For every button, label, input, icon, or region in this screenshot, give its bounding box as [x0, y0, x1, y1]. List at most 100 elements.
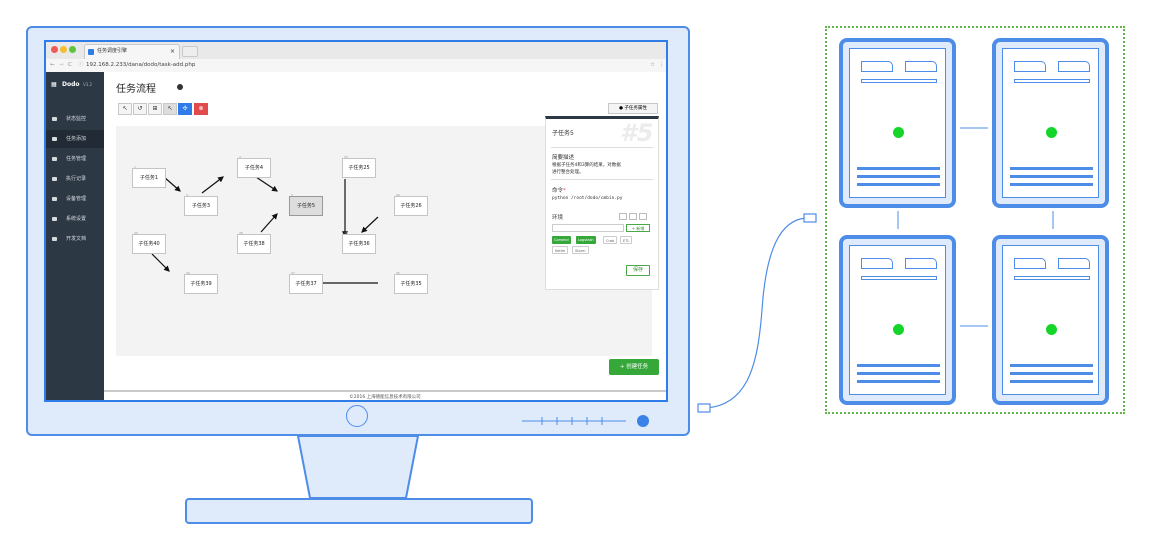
close-window-icon[interactable] — [51, 46, 58, 53]
server-icon — [992, 38, 1109, 208]
add-icon — [52, 137, 57, 141]
sidebar-item[interactable]: 设备管理 — [46, 190, 104, 208]
browser-tab[interactable]: 任务调度引擎 × — [84, 44, 180, 59]
description-text: 进行整合处理。 — [552, 170, 584, 175]
server-icon — [839, 38, 956, 208]
monitor-base — [185, 498, 533, 524]
env-tag[interactable]: Comend — [552, 236, 571, 244]
sidebar-item[interactable]: 系统设置 — [46, 210, 104, 228]
tab-close-icon[interactable]: × — [169, 48, 175, 55]
menu-grid-icon[interactable]: ▦ — [51, 81, 57, 88]
save-button[interactable]: 保存 — [626, 265, 650, 276]
app-logo: Dodo — [62, 81, 80, 88]
forward-icon[interactable]: → — [59, 62, 64, 68]
bookmark-star-icon[interactable]: ☆ — [650, 62, 655, 68]
env-tag[interactable]: Logstash — [576, 236, 596, 244]
url-input[interactable]: 192.168.2.233/dana/dodo/task-add.php — [86, 62, 196, 68]
status-led — [1046, 324, 1057, 335]
env-tag[interactable]: Storm — [572, 246, 589, 254]
panel-watermark: #5 — [620, 119, 654, 147]
status-led — [893, 324, 904, 335]
monitor-icon — [52, 117, 57, 121]
maximize-window-icon[interactable] — [69, 46, 76, 53]
description-text: 根据子任务4和3算的结果，对数据 — [552, 163, 621, 168]
delete-tool-icon[interactable]: ⊗ — [194, 103, 208, 115]
status-led — [1046, 127, 1057, 138]
monitor-controls — [522, 417, 626, 425]
info-icon: ⓘ — [78, 62, 84, 68]
sidebar-item-label: 任务管理 — [66, 156, 87, 162]
env-tag[interactable]: Kettle — [552, 246, 569, 254]
minimize-window-icon[interactable] — [60, 46, 67, 53]
power-led — [637, 415, 649, 427]
tab-title: 任务调度引擎 — [97, 48, 128, 54]
doc-icon — [52, 237, 57, 241]
environment-input[interactable] — [552, 224, 624, 232]
panel-title: 子任务5 — [552, 130, 574, 137]
monitor-screen: 任务调度引擎 × ← → C ⓘ 192.168.2.233/dana/dodo… — [44, 40, 668, 402]
command-value[interactable]: python /root/dodo/cmbin.py — [552, 196, 623, 201]
sidebar: ▦ Dodo V3.2 状态监控任务添加任务管理执行记录设备管理系统设置开发文档 — [46, 72, 104, 400]
connect-tool-icon[interactable]: ✣ — [178, 103, 192, 115]
sidebar-item[interactable]: 状态监控 — [46, 110, 104, 128]
server-links — [897, 127, 1054, 327]
divider — [551, 147, 653, 148]
env-tag[interactable]: Crab — [603, 236, 618, 244]
grid-tool-icon[interactable]: ⊞ — [148, 103, 162, 115]
new-tab-button[interactable] — [182, 46, 198, 57]
browser-menu-icon[interactable]: ⋮ — [659, 62, 665, 68]
list-view-icon[interactable] — [619, 213, 627, 220]
back-icon[interactable]: ← — [50, 62, 55, 68]
server-icon — [839, 235, 956, 405]
create-task-button[interactable]: + 创建任务 — [609, 359, 659, 375]
sidebar-item[interactable]: 开发文档 — [46, 230, 104, 248]
grid-view-icon[interactable] — [629, 213, 637, 220]
detail-view-icon[interactable] — [639, 213, 647, 220]
reload-icon[interactable]: C — [68, 62, 72, 68]
sidebar-item-label: 开发文档 — [66, 236, 87, 242]
task-properties-button[interactable]: ● 子任务属性 — [608, 103, 658, 114]
record-icon — [52, 177, 57, 181]
add-environment-button[interactable]: + 新增 — [626, 224, 650, 232]
settings-icon — [52, 217, 57, 221]
browser-tab-bar: 任务调度引擎 × — [46, 42, 666, 59]
env-tag[interactable]: ETL — [620, 236, 633, 244]
help-icon[interactable] — [177, 84, 183, 90]
power-button — [346, 405, 368, 427]
app-version: V3.2 — [83, 82, 93, 87]
network-cable — [697, 213, 817, 413]
edge-4-5 — [255, 176, 278, 192]
device-icon — [52, 197, 57, 201]
edge-39-40 — [151, 253, 170, 272]
rotate-tool-icon[interactable]: ↺ — [133, 103, 147, 115]
sidebar-item[interactable]: 任务管理 — [46, 150, 104, 168]
sidebar-item[interactable]: 执行记录 — [46, 170, 104, 188]
sidebar-item-label: 任务添加 — [66, 136, 87, 142]
page-footer: ©2016 上海德能信息技术有限公司 — [104, 390, 666, 400]
environment-label: 环境 — [552, 215, 564, 221]
edge-38-5 — [260, 213, 278, 233]
workflow-edges — [151, 176, 379, 286]
divider — [551, 179, 653, 180]
link-tool-icon[interactable]: ↖ — [163, 103, 177, 115]
server-icon — [992, 235, 1109, 405]
pointer-tool-icon[interactable]: ↖ — [118, 103, 132, 115]
command-label: 命令* — [552, 188, 566, 194]
sidebar-item-label: 设备管理 — [66, 196, 87, 202]
task-properties-panel: 子任务5 #5 简要描述 根据子任务4和3算的结果，对数据 进行整合处理。 命令… — [545, 116, 659, 290]
sidebar-item-label: 执行记录 — [66, 176, 87, 182]
sidebar-item[interactable]: 任务添加 — [46, 130, 104, 148]
